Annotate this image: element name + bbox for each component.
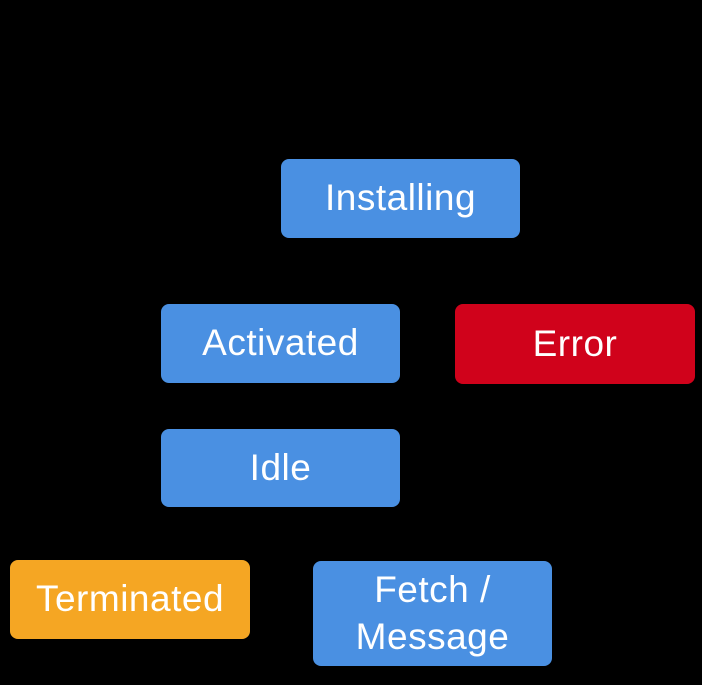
state-node-activated: Activated [161, 304, 400, 383]
state-node-fetch-message: Fetch / Message [313, 561, 552, 666]
state-node-terminated: Terminated [10, 560, 250, 639]
state-label-installing: Installing [324, 177, 477, 219]
state-label-activated: Activated [202, 322, 359, 364]
state-label-terminated: Terminated [35, 578, 225, 620]
state-node-installing: Installing [281, 159, 520, 238]
state-label-error: Error [532, 322, 618, 364]
state-node-idle: Idle [161, 429, 400, 507]
state-node-error: Error [455, 304, 695, 384]
state-label-fetch-message: Fetch / Message [355, 569, 510, 657]
state-label-idle: Idle [249, 446, 312, 488]
